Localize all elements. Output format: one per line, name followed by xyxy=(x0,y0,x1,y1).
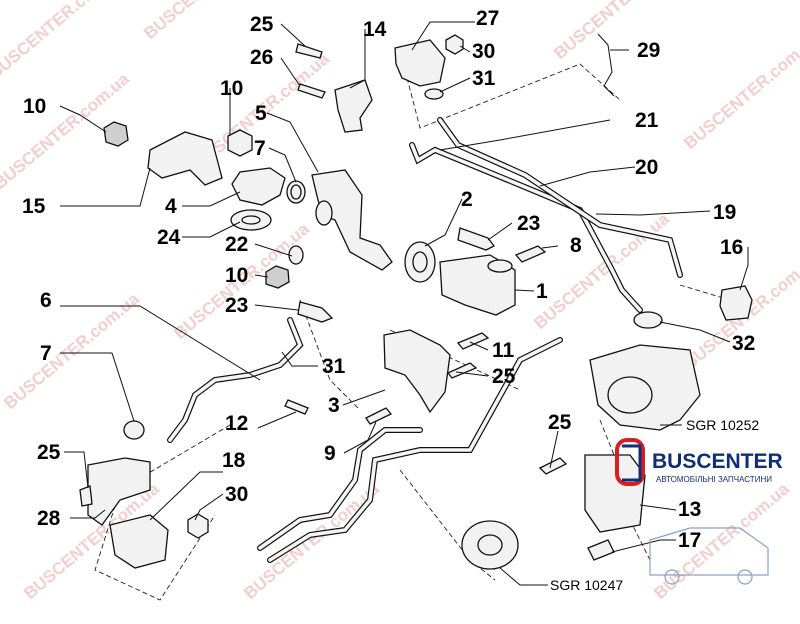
callout-30: 30 xyxy=(225,483,248,506)
callout-13: 13 xyxy=(678,498,701,521)
callout-18: 18 xyxy=(222,449,246,472)
bolt-shape xyxy=(295,43,323,59)
logo-tagline: АВТОМОБІЛЬНІ ЗАПЧАСТИНИ xyxy=(656,475,772,484)
bus-silhouette-icon xyxy=(649,527,769,576)
callout-29: 29 xyxy=(637,39,660,62)
nut-shape xyxy=(445,34,464,55)
nut-shape xyxy=(227,129,253,157)
solenoid-shape xyxy=(109,514,169,569)
callout-26: 26 xyxy=(250,46,273,69)
reference-labels: SGR 10252 SGR 10247 xyxy=(550,417,759,593)
callout-10: 10 xyxy=(23,95,46,118)
callout-20: 20 xyxy=(635,156,658,179)
callout-28: 28 xyxy=(37,507,61,530)
callout-11: 11 xyxy=(492,339,515,362)
callout-14: 14 xyxy=(363,18,387,41)
o-ring-shape xyxy=(424,88,444,100)
callout-1: 1 xyxy=(536,280,548,303)
callout-10: 10 xyxy=(220,77,243,100)
callout-25: 25 xyxy=(250,13,274,36)
callout-7: 7 xyxy=(254,137,266,160)
callout-27: 27 xyxy=(476,7,499,30)
callout-8: 8 xyxy=(570,234,582,257)
gasket-shape xyxy=(584,454,646,533)
callout-3: 3 xyxy=(328,394,340,417)
callout-21: 21 xyxy=(635,109,659,132)
callout-9: 9 xyxy=(324,442,336,465)
callout-23: 23 xyxy=(225,294,248,317)
grommet-shape xyxy=(265,265,290,289)
hook-shape xyxy=(597,33,615,97)
callout-5: 5 xyxy=(255,102,267,125)
part-shapes xyxy=(79,33,753,570)
o-ring-shape xyxy=(123,420,145,440)
callout-22: 22 xyxy=(225,233,248,256)
callout-labels: 25 14 27 30 29 26 31 10 10 5 21 7 20 15 … xyxy=(22,7,755,552)
callout-24: 24 xyxy=(157,226,181,249)
callout-4: 4 xyxy=(165,195,177,218)
watermark: BUSCENTER.com.ua xyxy=(0,289,143,413)
callout-25: 25 xyxy=(492,365,516,388)
grommet-shape xyxy=(103,121,129,147)
callout-7: 7 xyxy=(40,342,52,365)
callout-23: 23 xyxy=(517,212,540,235)
bolt-shape xyxy=(297,83,326,99)
watermark: BUSCENTER.com.ua xyxy=(240,479,383,603)
callout-10: 10 xyxy=(225,264,248,287)
bolt-shape xyxy=(79,485,93,507)
nut-shape xyxy=(187,513,209,539)
bolt-shape xyxy=(365,407,393,425)
logo-name: BUSCENTER xyxy=(652,450,783,473)
reference-label-sgr-10252: SGR 10252 xyxy=(686,417,759,433)
callout-16: 16 xyxy=(720,236,743,259)
o-ring-shape xyxy=(288,245,304,265)
callout-25: 25 xyxy=(37,441,61,464)
bolt-shape xyxy=(538,457,568,475)
watermark: BUSCENTER.com.ua xyxy=(0,0,128,83)
bracket-shape xyxy=(383,329,451,414)
bracket-shape xyxy=(334,79,373,133)
bracket-shape xyxy=(147,131,223,186)
bolt-shape xyxy=(457,227,495,251)
callout-12: 12 xyxy=(225,412,248,435)
callout-19: 19 xyxy=(713,201,736,224)
sensor-shape xyxy=(394,39,446,87)
callout-6: 6 xyxy=(40,289,52,312)
flange-shape xyxy=(231,167,286,206)
bolt-shape xyxy=(456,332,490,350)
bracket-shape xyxy=(87,457,151,526)
callout-2: 2 xyxy=(461,188,473,211)
bolt-shape xyxy=(587,539,615,561)
bolt-shape xyxy=(514,245,547,263)
stud-shape xyxy=(284,399,309,415)
bolt-shape xyxy=(446,362,478,379)
logo-mark-icon xyxy=(615,438,645,486)
callout-30: 30 xyxy=(472,40,495,63)
leader-lines xyxy=(59,21,749,586)
watermark: BUSCENTER.com.ua xyxy=(680,29,800,153)
clip-shape xyxy=(719,285,753,321)
reference-label-sgr-10247: SGR 10247 xyxy=(550,577,623,593)
callout-31: 31 xyxy=(472,67,496,90)
callout-32: 32 xyxy=(732,332,755,355)
buscenter-logo: BUSCENTER АВТОМОБІЛЬНІ ЗАПЧАСТИНИ xyxy=(615,438,783,585)
callout-31: 31 xyxy=(322,355,346,378)
clamp-shape xyxy=(633,311,663,329)
callout-15: 15 xyxy=(22,195,46,218)
watermark: BUSCENTER.com.ua xyxy=(550,0,693,63)
callout-25: 25 xyxy=(548,411,572,434)
callout-17: 17 xyxy=(678,529,701,552)
